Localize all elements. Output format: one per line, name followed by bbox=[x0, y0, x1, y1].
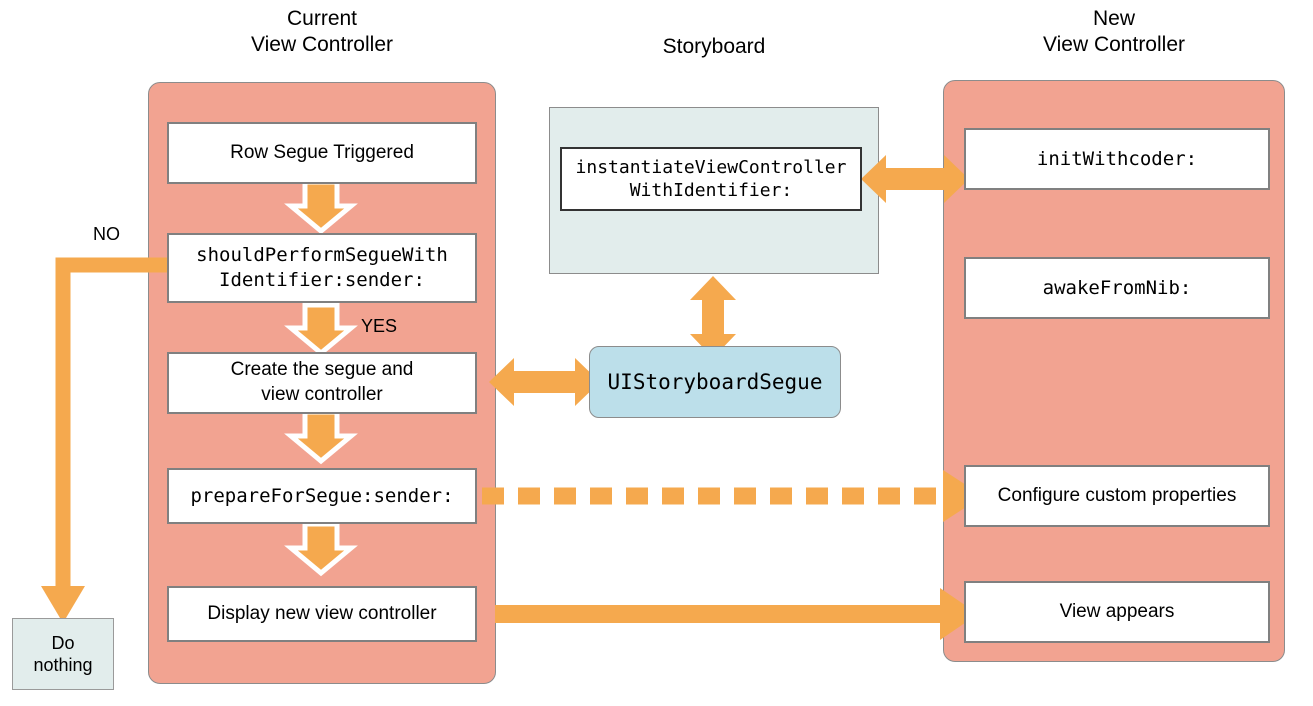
node-prepare-for-segue[interactable]: prepareForSegue:sender: bbox=[167, 468, 477, 524]
node-uistoryboard-segue[interactable]: UIStoryboardSegue bbox=[589, 346, 841, 418]
node-should-perform-segue[interactable]: shouldPerformSegueWith Identifier:sender… bbox=[167, 233, 477, 303]
column-title-new-view-controller: New View Controller bbox=[1042, 7, 1185, 56]
column-title-storyboard: Storyboard bbox=[662, 35, 766, 58]
node-view-appears[interactable]: View appears bbox=[964, 581, 1270, 643]
node-display-new-view-controller[interactable]: Display new view controller bbox=[167, 586, 477, 642]
arrow-dashed-prepare-to-configure bbox=[482, 470, 983, 522]
node-awake-from-nib[interactable]: awakeFromNib: bbox=[964, 257, 1270, 319]
node-create-the-segue[interactable]: Create the segue and view controller bbox=[167, 352, 477, 414]
column-title-current-view-controller: Current View Controller bbox=[250, 7, 393, 56]
node-init-with-coder[interactable]: initWithcoder: bbox=[964, 128, 1270, 190]
node-configure-custom-properties[interactable]: Configure custom properties bbox=[964, 465, 1270, 527]
edge-label-no: NO bbox=[93, 224, 120, 244]
node-row-segue-triggered[interactable]: Row Segue Triggered bbox=[167, 122, 477, 184]
node-instantiate-view-controller[interactable]: instantiateViewController WithIdentifier… bbox=[560, 147, 862, 211]
arrow-double-create-to-segue bbox=[489, 358, 600, 406]
edge-label-yes: YES bbox=[361, 316, 398, 336]
arrow-solid-display-to-view-appears bbox=[495, 588, 978, 640]
node-do-nothing[interactable]: Do nothing bbox=[12, 618, 114, 690]
